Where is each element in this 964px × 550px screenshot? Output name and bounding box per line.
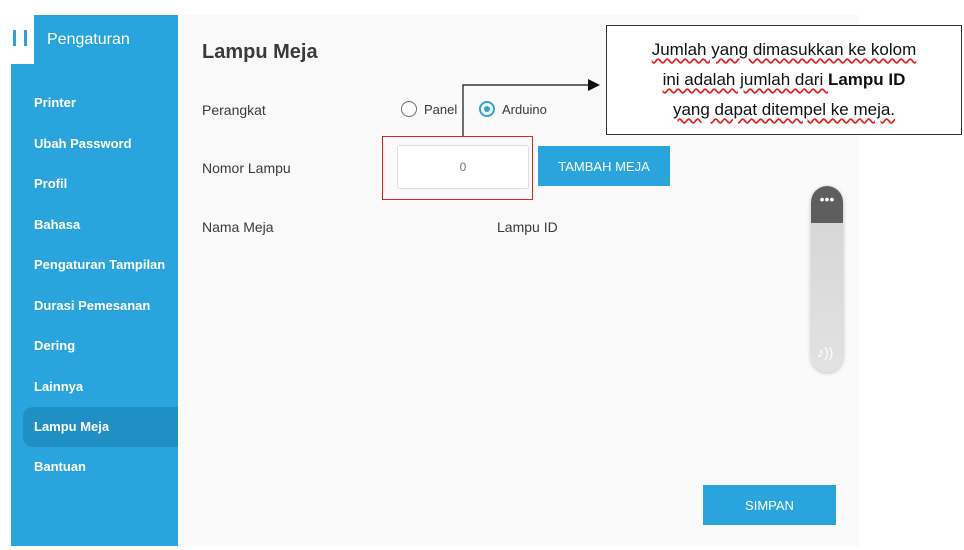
radio-arduino[interactable] (479, 101, 495, 117)
annotation-callout: Jumlah yang dimasukkan ke kolom ini adal… (606, 25, 962, 135)
add-table-button[interactable]: TAMBAH MEJA (538, 146, 670, 186)
radio-panel-label[interactable]: Panel (424, 102, 458, 117)
radio-arduino-label[interactable]: Arduino (502, 102, 547, 117)
volume-menu-button[interactable]: ••• (811, 186, 843, 223)
sidebar-item-bantuan[interactable]: Bantuan (34, 459, 86, 474)
sidebar-item-dering[interactable]: Dering (34, 338, 76, 353)
sidebar-toggle[interactable] (11, 15, 34, 64)
sidebar (11, 15, 178, 546)
volume-slider[interactable]: ••• ♪)) (811, 186, 843, 372)
column-header-lamp-id: Lampu ID (497, 219, 558, 235)
lamp-number-input[interactable] (397, 145, 529, 189)
lamp-number-label: Nomor Lampu (202, 160, 291, 176)
menu-bars-icon[interactable] (13, 30, 27, 48)
sidebar-item-lampu-meja[interactable]: Lampu Meja (23, 407, 178, 447)
sidebar-item-profil[interactable]: Profil (34, 176, 68, 191)
sidebar-item-durasi-pemesanan[interactable]: Durasi Pemesanan (34, 298, 151, 313)
callout-line-1: Jumlah yang dimasukkan ke kolom (651, 40, 917, 59)
sidebar-title: Pengaturan (47, 31, 130, 48)
sidebar-item-ubah-password[interactable]: Ubah Password (34, 136, 132, 151)
column-header-table-name: Nama Meja (202, 219, 274, 235)
callout-line-2: ini adalah jumlah dari Lampu ID (662, 70, 906, 89)
highlight-box (382, 136, 533, 200)
save-button[interactable]: SIMPAN (703, 485, 836, 525)
device-label: Perangkat (202, 102, 266, 118)
sidebar-item-lainnya[interactable]: Lainnya (34, 379, 84, 394)
page-title: Lampu Meja (202, 41, 318, 63)
sidebar-item-pengaturan-tampilan[interactable]: Pengaturan Tampilan (34, 257, 166, 272)
radio-panel[interactable] (401, 101, 417, 117)
callout-line-3: yang dapat ditempel ke meja. (672, 100, 896, 119)
sidebar-item-printer[interactable]: Printer (34, 95, 76, 110)
sidebar-item-bahasa[interactable]: Bahasa (34, 217, 81, 232)
music-note-sound-icon: ♪)) (817, 344, 834, 360)
